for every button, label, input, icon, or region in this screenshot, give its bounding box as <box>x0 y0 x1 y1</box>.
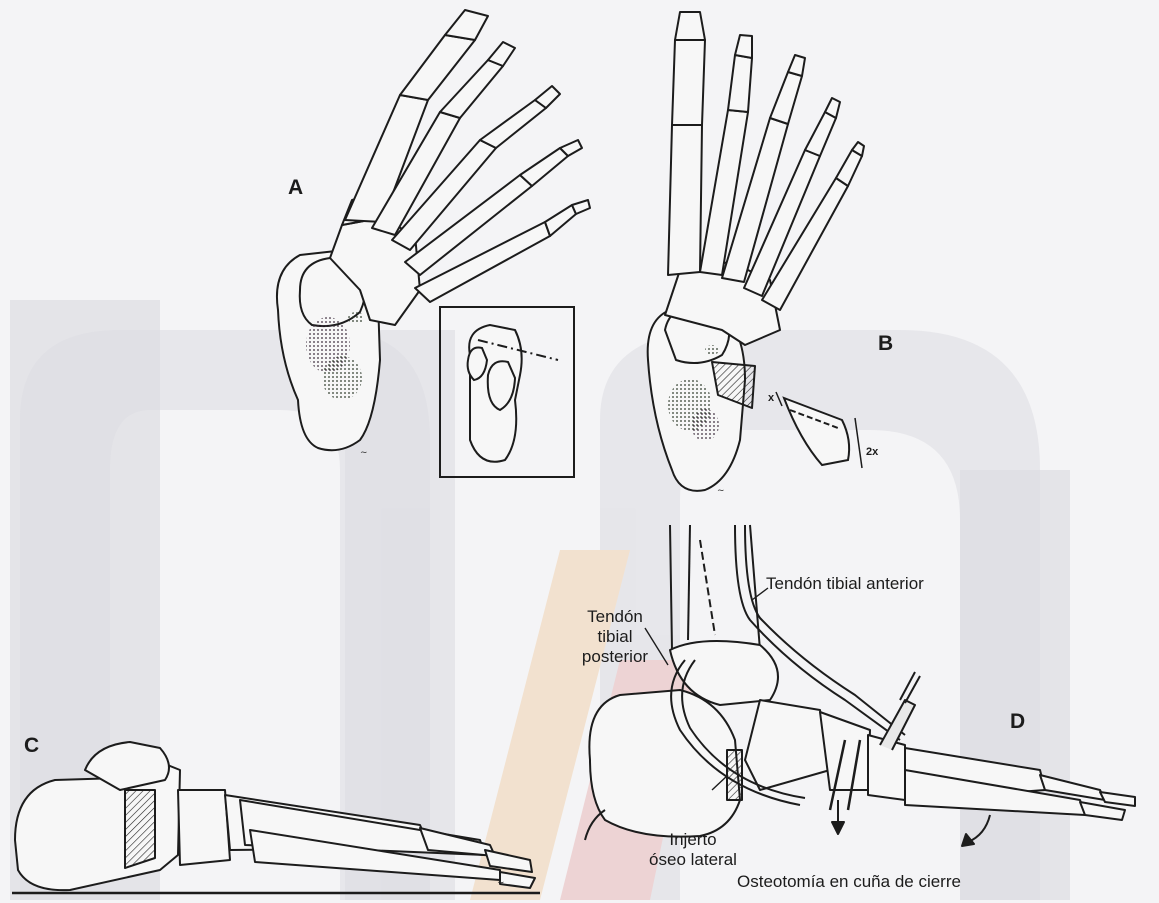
panel-label-a: A <box>288 176 303 200</box>
callout-line: posterior <box>570 647 660 667</box>
callout-bone-graft: Injerto óseo lateral <box>648 830 738 870</box>
callout-tendon-posterior: Tendón tibial posterior <box>570 607 660 667</box>
panel-c-lateral-foot <box>12 742 540 893</box>
callout-line: Injerto <box>648 830 738 850</box>
callout-tendon-anterior: Tendón tibial anterior <box>766 574 924 594</box>
panel-label-b: B <box>878 332 893 356</box>
wedge-x-label: x <box>768 392 774 404</box>
artist-signature-mark: ~ <box>717 486 725 496</box>
callout-line: tibial <box>570 627 660 647</box>
panel-label-c: C <box>24 734 39 758</box>
callout-line: Tendón <box>570 607 660 627</box>
wedge-2x-label: 2x <box>866 446 878 458</box>
panel-a-foot-skeleton <box>277 10 590 450</box>
panel-label-d: D <box>1010 710 1025 734</box>
callout-osteotomy: Osteotomía en cuña de cierre <box>737 872 961 892</box>
artist-signature-mark: ~ <box>497 878 505 888</box>
panel-a-inset <box>440 307 574 477</box>
callout-line: óseo lateral <box>648 850 738 870</box>
artist-signature-mark: ~ <box>360 448 368 458</box>
